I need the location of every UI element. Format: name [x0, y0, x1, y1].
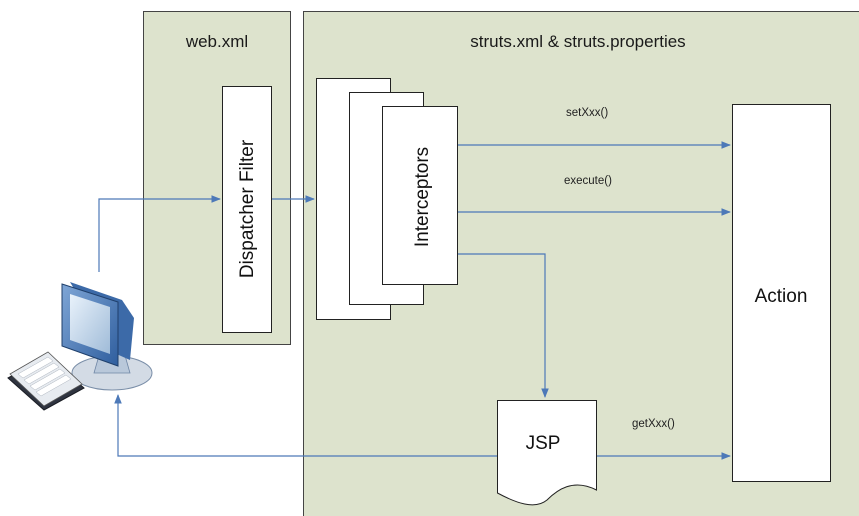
action-label: Action [755, 286, 808, 307]
getxxx-label: getXxx() [632, 418, 675, 430]
flow-arrows [98, 141, 731, 460]
action-box: Action [732, 104, 831, 482]
execute-label: execute() [564, 175, 612, 187]
interceptor-stack: Interceptors [316, 78, 458, 320]
client-to-dispatcher-arrow [98, 195, 221, 272]
dispatcher-filter-box: Dispatcher Filter [222, 86, 272, 333]
computer-icon [61, 282, 153, 391]
dispatcher-filter-label: Dispatcher Filter [237, 139, 258, 278]
interceptors-label: Interceptors [412, 147, 433, 247]
interceptors-to-jsp-arrow [458, 253, 549, 398]
webxml-title: web.xml [185, 32, 248, 51]
jsp-to-client-arrow [114, 394, 497, 457]
struts-title: struts.xml & struts.properties [470, 32, 685, 51]
jsp-document: JSP [497, 400, 597, 506]
setxxx-label: setXxx() [566, 107, 608, 119]
interceptor-card-front [382, 106, 458, 285]
jsp-label: JSP [526, 433, 561, 454]
keyboard-icon [7, 351, 85, 411]
